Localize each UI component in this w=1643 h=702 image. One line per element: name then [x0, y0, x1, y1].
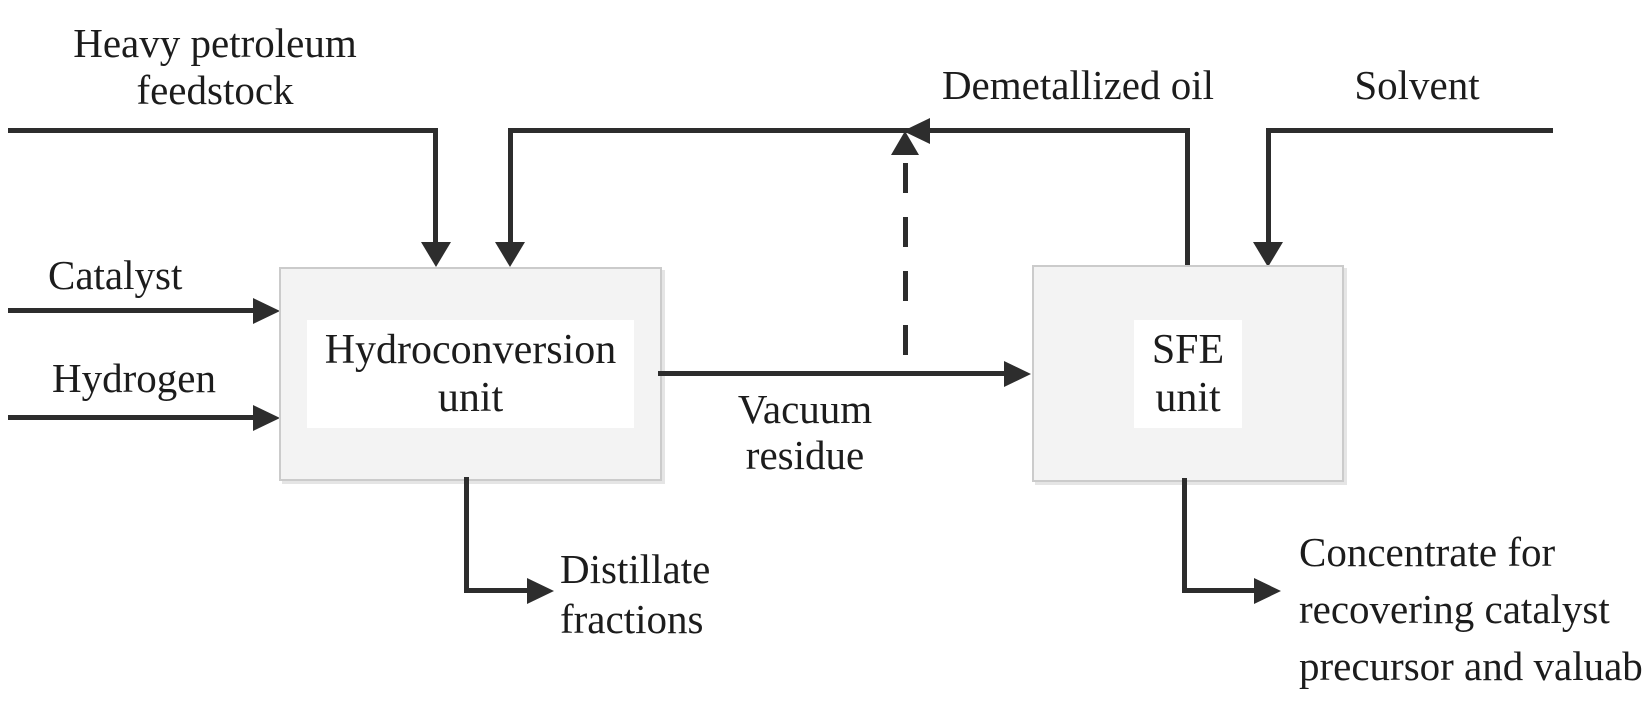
solvent-arrowhead-icon — [1253, 242, 1283, 267]
demetallized-oil-riser — [1185, 128, 1190, 267]
hydroconversion-unit-label: Hydroconversion unit — [306, 320, 635, 428]
catalyst-label: Catalyst — [48, 252, 183, 298]
hydroconversion-unit-label-line2: unit — [437, 375, 504, 421]
vacuum-residue-arrowhead-icon — [1004, 361, 1031, 387]
feedstock-line-horizontal — [8, 128, 438, 133]
hydrogen-label: Hydrogen — [52, 355, 216, 401]
vacuum-residue-line — [658, 371, 1006, 376]
recycle-line-vertical — [508, 128, 513, 244]
distillate-line-vertical — [464, 477, 469, 593]
sfe-unit-label-line1: SFE — [1151, 326, 1225, 373]
vacuum-recycle-dashed-line — [903, 163, 908, 371]
demetallized-oil-label: Demetallized oil — [941, 62, 1215, 108]
concentrate-line-horizontal — [1182, 588, 1256, 593]
concentrate-label: Concentrate for recovering catalyst prec… — [1299, 524, 1643, 702]
distillate-fractions-label-line1: Distillate — [560, 546, 711, 592]
distillate-line-horizontal — [464, 588, 529, 593]
distillate-fractions-label: Distillate fractions — [560, 544, 710, 644]
concentrate-label-line4: metals — [1299, 695, 1643, 702]
concentrate-label-line1: Concentrate for — [1299, 529, 1556, 575]
distillate-fractions-label-line2: fractions — [560, 596, 704, 642]
hydroconversion-unit-box: Hydroconversion unit — [279, 267, 662, 481]
solvent-line-horizontal — [1266, 128, 1553, 133]
hydrogen-arrowhead-icon — [253, 405, 280, 431]
demetallized-oil-line-horizontal — [508, 128, 1190, 133]
heavy-feedstock-label-line2: feedstock — [136, 67, 294, 113]
solvent-label: Solvent — [1354, 62, 1480, 108]
vacuum-residue-label-line2: residue — [745, 432, 865, 478]
catalyst-line — [8, 308, 256, 313]
sfe-unit-label-line2: unit — [1155, 374, 1221, 421]
sfe-unit-box: SFE unit — [1032, 265, 1344, 482]
hydroconversion-unit-label-line1: Hydroconversion — [324, 327, 617, 373]
distillate-arrowhead-icon — [527, 578, 554, 604]
vacuum-residue-label: Vacuum residue — [705, 386, 905, 478]
vacuum-recycle-arrowhead-icon — [891, 131, 919, 155]
solvent-line-vertical — [1266, 128, 1271, 244]
concentrate-line-vertical — [1182, 478, 1187, 593]
sfe-unit-label: SFE unit — [1133, 319, 1243, 428]
concentrate-arrowhead-icon — [1254, 578, 1281, 604]
heavy-feedstock-label: Heavy petroleum feedstock — [30, 20, 400, 114]
catalyst-arrowhead-icon — [253, 298, 280, 324]
recycle-arrowhead-icon — [495, 242, 525, 267]
vacuum-residue-label-line1: Vacuum — [737, 386, 873, 432]
feedstock-arrowhead-icon — [421, 242, 451, 267]
feedstock-line-vertical — [433, 128, 438, 244]
hydrogen-line — [8, 415, 256, 420]
heavy-feedstock-label-line1: Heavy petroleum — [73, 20, 357, 66]
concentrate-label-line2: recovering catalyst — [1299, 586, 1610, 632]
concentrate-label-line3: precursor and valuable — [1299, 643, 1643, 689]
